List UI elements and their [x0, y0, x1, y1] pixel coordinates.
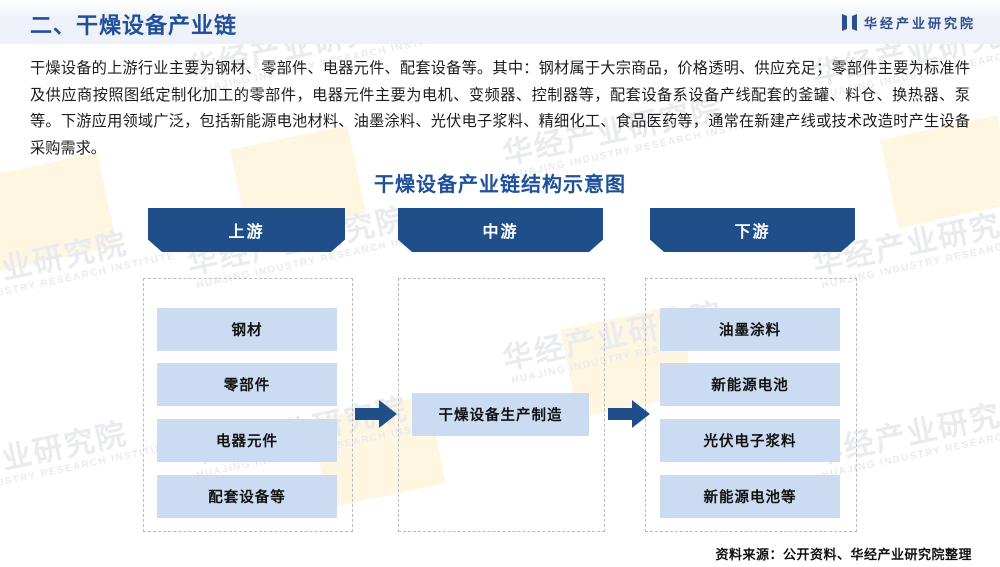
- brand-logo-label: 华经产业研究院: [863, 16, 976, 31]
- huajing-bracket-logo-icon: [841, 14, 857, 31]
- node-downstream-3: 新能源电池等: [660, 475, 840, 518]
- node-upstream-3: 配套设备等: [157, 475, 337, 518]
- node-downstream-2: 光伏电子浆料: [660, 419, 840, 462]
- page-title: 二、干燥设备产业链: [30, 13, 238, 38]
- node-downstream-0: 油墨涂料: [660, 308, 840, 351]
- arrow-right-icon: [355, 398, 397, 430]
- node-midstream-0: 干燥设备生产制造: [412, 393, 589, 436]
- brand-logo: 华经产业研究院: [841, 13, 976, 32]
- source-note: 资料来源：公开资料、华经产业研究院整理: [715, 547, 972, 562]
- stage-banner-upstream: 上游: [148, 208, 345, 252]
- stage-banner-downstream: 下游: [650, 208, 855, 252]
- node-downstream-1: 新能源电池: [660, 363, 840, 406]
- node-upstream-0: 钢材: [157, 308, 337, 351]
- node-upstream-1: 零部件: [157, 363, 337, 406]
- arrow-right-icon: [608, 398, 650, 430]
- section-header-band: 二、干燥设备产业链 华经产业研究院: [0, 0, 1000, 44]
- node-upstream-2: 电器元件: [157, 419, 337, 462]
- stage-banner-midstream: 中游: [398, 208, 603, 252]
- chart-title: 干燥设备产业链结构示意图: [374, 174, 626, 196]
